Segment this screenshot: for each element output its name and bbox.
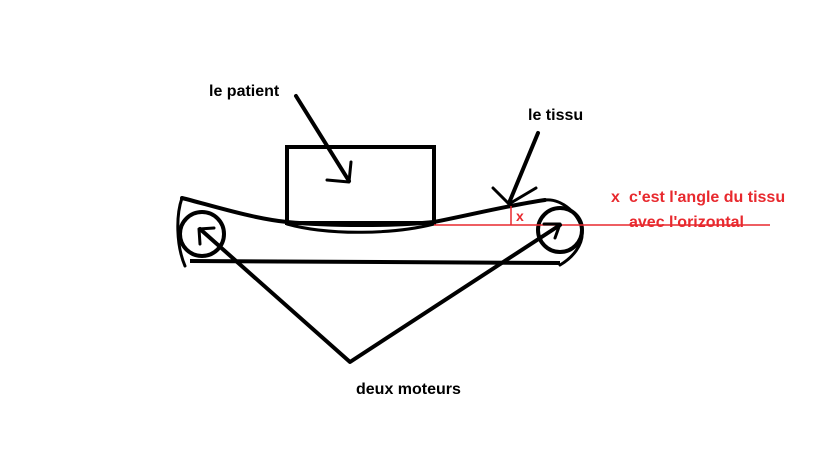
patient-box xyxy=(285,145,436,225)
label-angle-line1: c'est l'angle du tissu xyxy=(629,189,786,206)
label-angle-marker: x xyxy=(611,189,620,206)
arrow-moteur-right-head xyxy=(542,222,562,240)
belt-bottom-line xyxy=(189,259,561,265)
label-patient: le patient xyxy=(209,83,280,100)
fabric-top-curve xyxy=(180,196,547,227)
arrow-patient-head xyxy=(325,160,353,184)
arrow-tissu-line xyxy=(507,131,540,205)
arrow-moteur-left-head xyxy=(197,226,216,246)
label-moteurs: deux moteurs xyxy=(356,381,461,398)
label-tissu: le tissu xyxy=(528,107,584,124)
arrow-tissu-head xyxy=(491,186,538,206)
fabric-sag-curve xyxy=(285,222,436,234)
label-angle-line2: avec l'orizontal xyxy=(629,214,744,231)
motor-left-circle xyxy=(178,210,226,258)
belt-left-wrap xyxy=(176,196,187,268)
motor-right-circle xyxy=(536,206,584,254)
arrow-patient-line xyxy=(294,94,351,183)
arrow-moteurs-lines xyxy=(198,223,562,364)
label-angle-small: x xyxy=(516,208,524,224)
